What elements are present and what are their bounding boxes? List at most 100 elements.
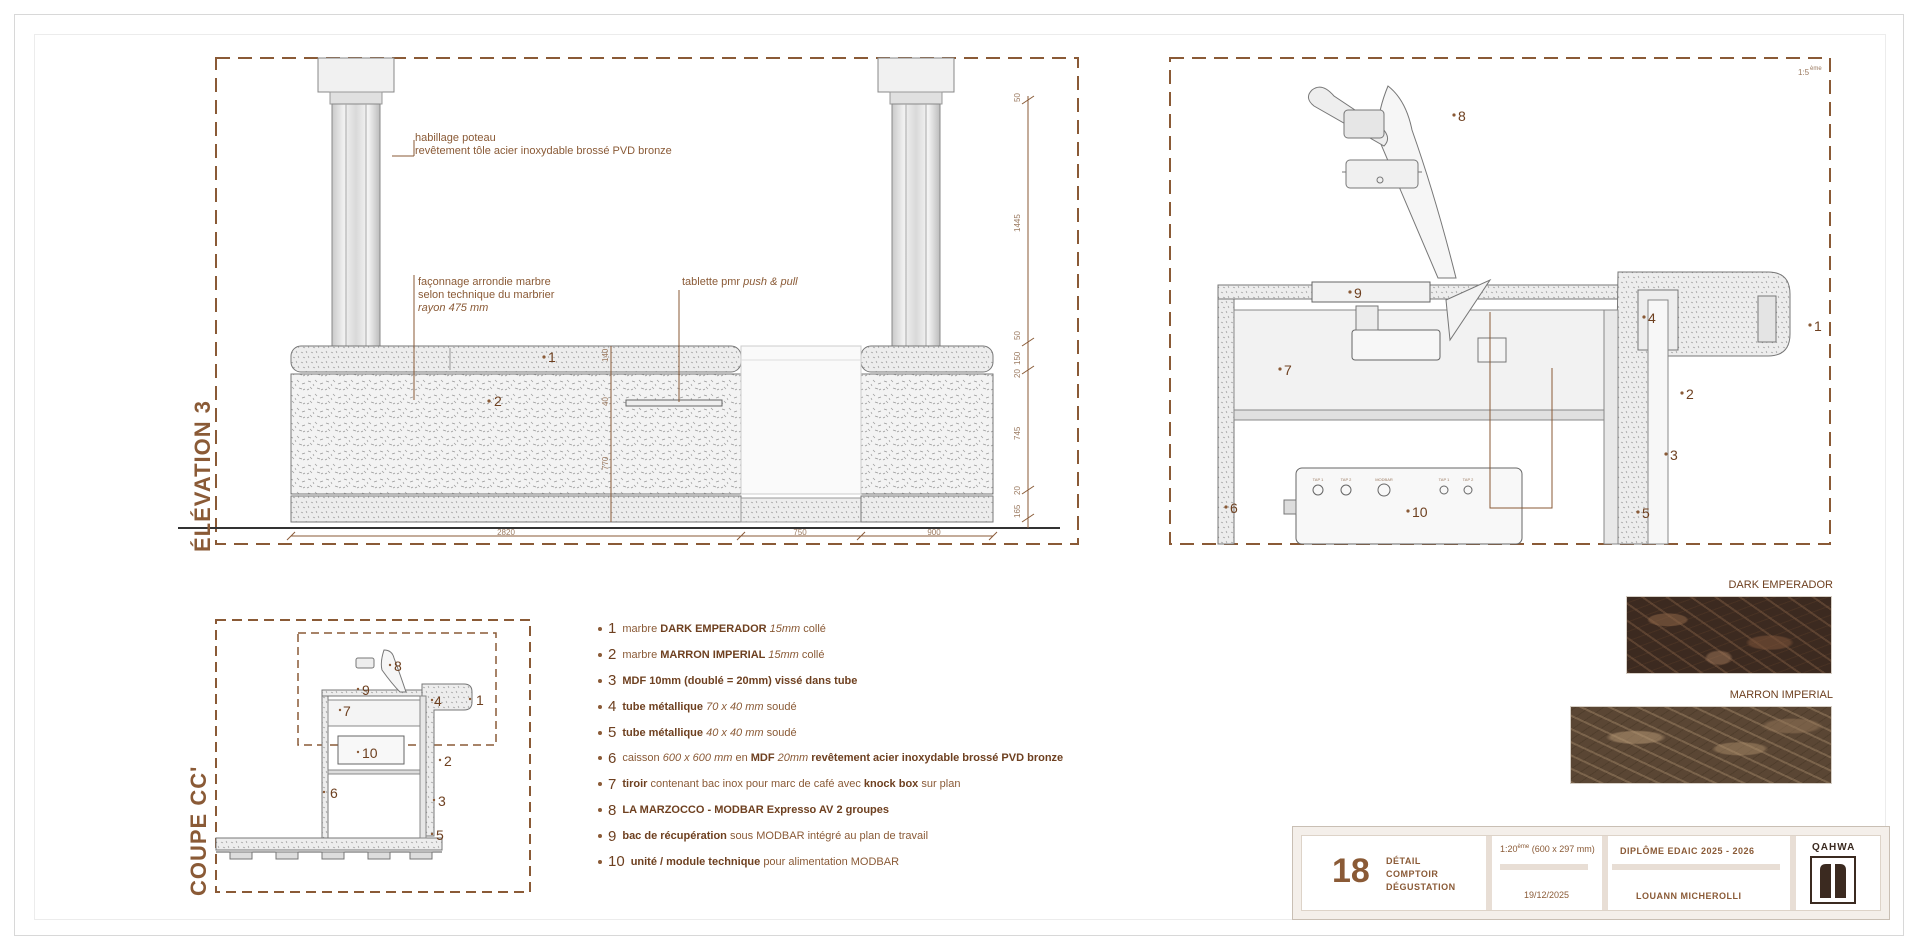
author-name: LOUANN MICHEROLLI (1636, 891, 1742, 901)
format-value: (600 x 297 mm) (1531, 844, 1595, 854)
note-shelf-text: tablette pmr (682, 276, 741, 288)
title-separator-3 (1790, 836, 1796, 910)
detail-scale-note: 1:5 (1798, 68, 1810, 77)
dim-bottom-2: 750 (793, 528, 807, 537)
legend-text: 20mm (777, 752, 812, 765)
section-label-7: 7 (343, 703, 351, 719)
legend-item-10: 10 unité / module technique pour alimenta… (598, 849, 1158, 875)
legend-number: 10 (608, 853, 625, 871)
dim-right-5: 20 (1013, 369, 1022, 378)
legend-text: caisson (622, 752, 663, 765)
column-left (317, 57, 395, 347)
legend-text: soudé (766, 726, 797, 739)
legend-number: 6 (608, 749, 617, 767)
legend-text: 15mm (768, 648, 802, 661)
legend-text: tube métallique (622, 726, 707, 739)
legend-text: marbre (622, 648, 661, 661)
sheet-border-inner (34, 34, 1886, 920)
legend-text: en (735, 752, 751, 765)
detail-label-1: 1 (1814, 318, 1822, 334)
dim-right-2: 1445 (1013, 214, 1022, 232)
legend-bullet (598, 808, 602, 813)
legend-text: unité / module technique (630, 855, 764, 868)
swatch-dark-emperador (1626, 596, 1832, 674)
diploma-bar (1612, 864, 1780, 870)
legend-bullet (598, 859, 602, 864)
section-label-2: 2 (444, 753, 452, 769)
dim-right-3: 50 (1013, 331, 1022, 340)
note-marble-line-1: façonnage arrondie marbre (418, 276, 551, 288)
dim-inner-2: 40 (601, 397, 610, 406)
legend-text: 600 x 600 mm (662, 752, 736, 765)
legend-bullet (598, 704, 602, 709)
legend-number: 1 (608, 620, 617, 638)
dim-right-6: 745 (1013, 426, 1022, 440)
legend-bullet (598, 756, 602, 761)
detail-scale-note-sup: ème (1810, 66, 1822, 72)
section-label-6: 6 (330, 785, 338, 801)
section-drawing: 1 2 3 4 5 6 7 8 9 10 (215, 619, 531, 893)
elevation-label-2: 2 (494, 393, 502, 409)
legend-text: bac de récupération (622, 830, 730, 843)
dim-right-7: 20 (1013, 486, 1022, 495)
detail-label-3: 3 (1670, 447, 1678, 463)
legend-text: LA MARZOCCO - MODBAR Expresso AV 2 group… (622, 804, 890, 817)
legend-number: 3 (608, 672, 617, 690)
section-label-4: 4 (434, 693, 442, 709)
scale-sup: ème (1517, 844, 1530, 850)
detail-label-8: 8 (1458, 108, 1466, 124)
legend-text: collé (801, 648, 825, 661)
elevation-drawing: 2820 750 900 50 1445 50 150 20 745 20 16… (178, 57, 1079, 545)
module-button-4: TAP 1 (1439, 477, 1451, 482)
legend-bullet (598, 834, 602, 839)
legend-text: MDF 10mm (doublé = 20mm) vissé dans tube (622, 674, 858, 687)
legend-text: 70 x 40 mm (706, 700, 767, 713)
legend-text: tiroir (622, 778, 651, 791)
detail-label-5: 5 (1642, 505, 1650, 521)
legend-text: contenant bac inox pour marc de café ave… (650, 778, 864, 791)
legend-text: tube métallique (622, 700, 707, 713)
section-label-9: 9 (362, 682, 370, 698)
dim-inner-3: 770 (601, 456, 610, 470)
legend-text: pour alimentation MODBAR (763, 855, 900, 868)
title-separator-2 (1602, 836, 1608, 910)
note-shelf: tablette pmr push & pull (682, 276, 798, 289)
title-line-2: COMPTOIR (1386, 869, 1439, 879)
detail-label-2: 2 (1686, 386, 1694, 402)
elevation-label-1: 1 (548, 349, 556, 365)
scale-bar (1500, 864, 1588, 870)
detail-drawing: TAP 1 TAP 2 MODBAR TAP 1 TAP 2 1 2 3 4 5… (1169, 57, 1831, 545)
module-button-3: MODBAR (1375, 477, 1393, 482)
scale-info: 1:20ème (600 x 297 mm) (1500, 844, 1595, 854)
diploma-title: DIPLÔME EDAIC 2025 - 2026 (1620, 846, 1755, 856)
dim-right-4: 150 (1013, 351, 1022, 365)
legend-bullet (598, 652, 602, 657)
note-column-line-2: revêtement tôle acier inoxydable brossé … (415, 145, 672, 157)
section-label-8: 8 (394, 658, 402, 674)
title-line-1: DÉTAIL (1386, 856, 1421, 866)
column-right (877, 57, 955, 347)
legend-text: sous MODBAR intégré au plan de travail (729, 830, 929, 843)
title-line-3: DÉGUSTATION (1386, 882, 1456, 892)
legend-text: 40 x 40 mm (706, 726, 767, 739)
legend-text: sur plan (921, 778, 961, 791)
legend-bullet (598, 626, 602, 631)
legend-text: marbre (622, 622, 661, 635)
module-button-2: TAP 2 (1341, 477, 1353, 482)
legend-number: 4 (608, 698, 617, 716)
note-column-line-1: habillage poteau (415, 132, 496, 144)
detail-label-6: 6 (1230, 500, 1238, 516)
dim-inner-1: 140 (601, 348, 610, 362)
title-separator-1 (1486, 836, 1492, 910)
detail-label-9: 9 (1354, 285, 1362, 301)
